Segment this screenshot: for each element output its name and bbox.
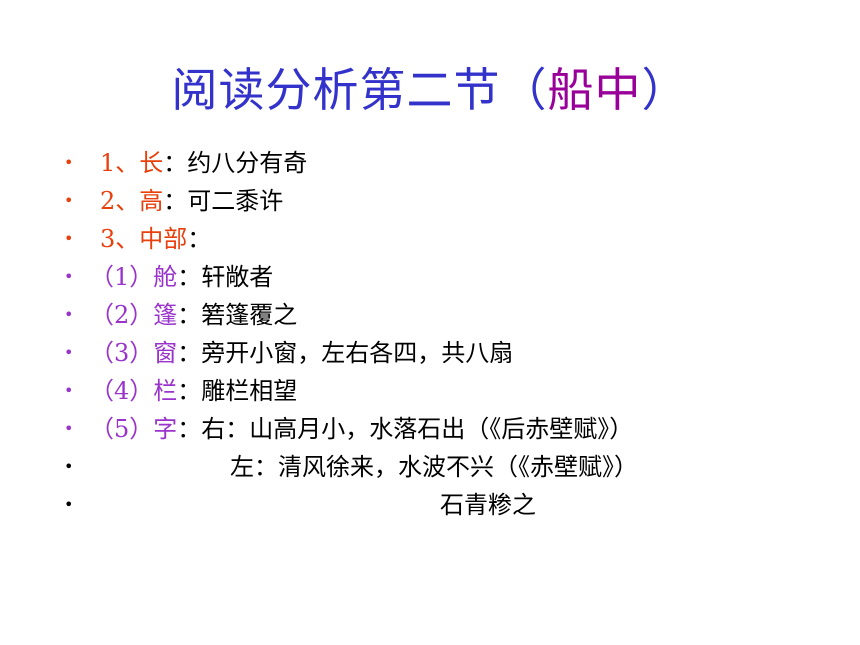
- bullet-detail: 左：清风徐来，水波不兴（《赤壁赋》）: [230, 453, 638, 481]
- bullet-text: （1）舱：轩敞者: [90, 258, 273, 296]
- bullet-prefix: （5）字: [90, 415, 178, 443]
- bullet-detail: ：雕栏相望: [177, 377, 298, 405]
- bullet-dot-icon: •: [64, 457, 74, 476]
- bullet-prefix: （4）栏: [90, 377, 178, 405]
- bullet-item: • 3、中部：: [0, 220, 860, 258]
- bullet-item: • 石青糁之: [0, 486, 860, 524]
- slide-title: 阅读分析第二节（船中）: [0, 58, 860, 122]
- bullet-detail: ：约八分有奇: [163, 149, 308, 177]
- bullet-text: （3）窗：旁开小窗，左右各四，共八扇: [90, 334, 513, 372]
- bullet-prefix: 3、中部: [100, 225, 188, 253]
- bullet-prefix: 1、长: [100, 149, 164, 177]
- bullet-dot-icon: •: [64, 267, 74, 286]
- bullet-dot-icon: •: [64, 229, 74, 248]
- bullet-text: 左：清风徐来，水波不兴（《赤壁赋》）: [230, 448, 638, 486]
- bullet-text: 1、长：约八分有奇: [100, 144, 307, 182]
- bullet-text: 石青糁之: [440, 486, 536, 524]
- bullet-item: • （5）字：右：山高月小，水落石出（《后赤壁赋》）: [0, 410, 860, 448]
- bullet-text: 2、高：可二黍许: [100, 182, 283, 220]
- bullet-dot-icon: •: [64, 305, 74, 324]
- bullet-prefix: （2）篷: [90, 301, 178, 329]
- bullet-item: • （2）篷：箬篷覆之: [0, 296, 860, 334]
- bullet-prefix: 2、高: [100, 187, 164, 215]
- bullet-item: • （1）舱：轩敞者: [0, 258, 860, 296]
- bullet-text: （2）篷：箬篷覆之: [90, 296, 297, 334]
- bullet-text: （5）字：右：山高月小，水落石出（《后赤壁赋》）: [90, 410, 633, 448]
- bullet-item: • （4）栏：雕栏相望: [0, 372, 860, 410]
- bullet-item: • 左：清风徐来，水波不兴（《赤壁赋》）: [0, 448, 860, 486]
- bullet-text: （4）栏：雕栏相望: [90, 372, 297, 410]
- bullet-dot-icon: •: [64, 495, 74, 514]
- bullet-item: • 2、高：可二黍许: [0, 182, 860, 220]
- bullet-dot-icon: •: [64, 191, 74, 210]
- bullet-item: • （3）窗：旁开小窗，左右各四，共八扇: [0, 334, 860, 372]
- title-segment: ）: [641, 63, 689, 117]
- title-segment: 阅读分析第二节（: [171, 63, 548, 117]
- bullet-dot-icon: •: [64, 381, 74, 400]
- bullet-prefix: （1）舱: [90, 263, 178, 291]
- bullet-detail: ：轩敞者: [177, 263, 274, 291]
- bullet-detail: ：: [187, 225, 212, 253]
- bullet-dot-icon: •: [64, 343, 74, 362]
- bullet-prefix: （3）窗: [90, 339, 178, 367]
- bullet-dot-icon: •: [64, 153, 74, 172]
- bullet-detail: ：箬篷覆之: [177, 301, 298, 329]
- bullet-dot-icon: •: [64, 419, 74, 438]
- bullet-detail: ：旁开小窗，左右各四，共八扇: [177, 339, 514, 367]
- bullet-detail: 石青糁之: [440, 491, 536, 519]
- title-segment: 船中: [547, 63, 642, 117]
- bullet-text: 3、中部：: [100, 220, 211, 258]
- bullet-item: • 1、长：约八分有奇: [0, 144, 860, 182]
- bullet-detail: ：右：山高月小，水落石出（《后赤壁赋》）: [177, 415, 634, 443]
- bullet-detail: ：可二黍许: [163, 187, 284, 215]
